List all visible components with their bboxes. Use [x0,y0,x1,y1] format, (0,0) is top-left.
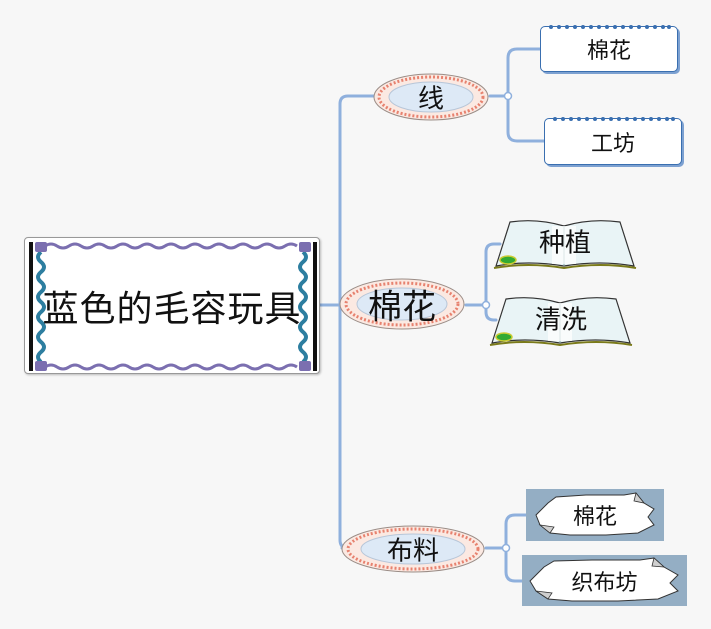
plate-icon [373,73,489,121]
subtopic-buliao-mianhua[interactable]: 棉花 [526,489,664,541]
plate-icon [339,278,465,330]
subtopic-mianhua-zhongzhi[interactable]: 种植 [492,218,638,270]
junction-mianhua [481,300,491,310]
root-frame-ornament [29,242,317,371]
open-book-icon [489,297,633,347]
branch-label: 棉花 [368,287,436,328]
branch-label: 线 [417,84,444,115]
root-topic[interactable]: 蓝色的毛容玩具 [24,237,320,374]
torn-paper-icon [535,492,655,536]
junction-buliao [501,543,511,553]
junction-xian [503,91,513,101]
branch-mianhua[interactable]: 棉花 [338,277,466,331]
branch-label: 布料 [386,536,439,567]
connector-xian-children [488,47,546,143]
plate-icon [341,525,485,573]
dot-trim [549,25,671,29]
subtopic-mianhua-qingxi[interactable]: 清洗 [488,295,634,347]
subtopic-label: 棉花 [572,505,617,530]
subtopic-label: 工坊 [590,131,635,157]
open-book-icon [493,220,637,270]
root-topic-label: 蓝色的毛容玩具 [42,288,302,330]
subtopic-label: 织布坊 [571,570,638,596]
torn-paper-icon [529,557,679,602]
branch-buliao[interactable]: 布料 [340,524,486,574]
subtopic-xian-mianhua[interactable]: 棉花 [540,25,678,72]
subtopic-xian-gongfang[interactable]: 工坊 [544,117,682,165]
subtopic-label: 清洗 [534,305,587,336]
branch-xian[interactable]: 线 [372,72,490,122]
subtopic-buliao-zhibufang[interactable]: 织布坊 [522,555,687,606]
dot-trim [553,117,675,121]
subtopic-label: 棉花 [586,39,631,64]
subtopic-label: 种植 [538,228,591,259]
